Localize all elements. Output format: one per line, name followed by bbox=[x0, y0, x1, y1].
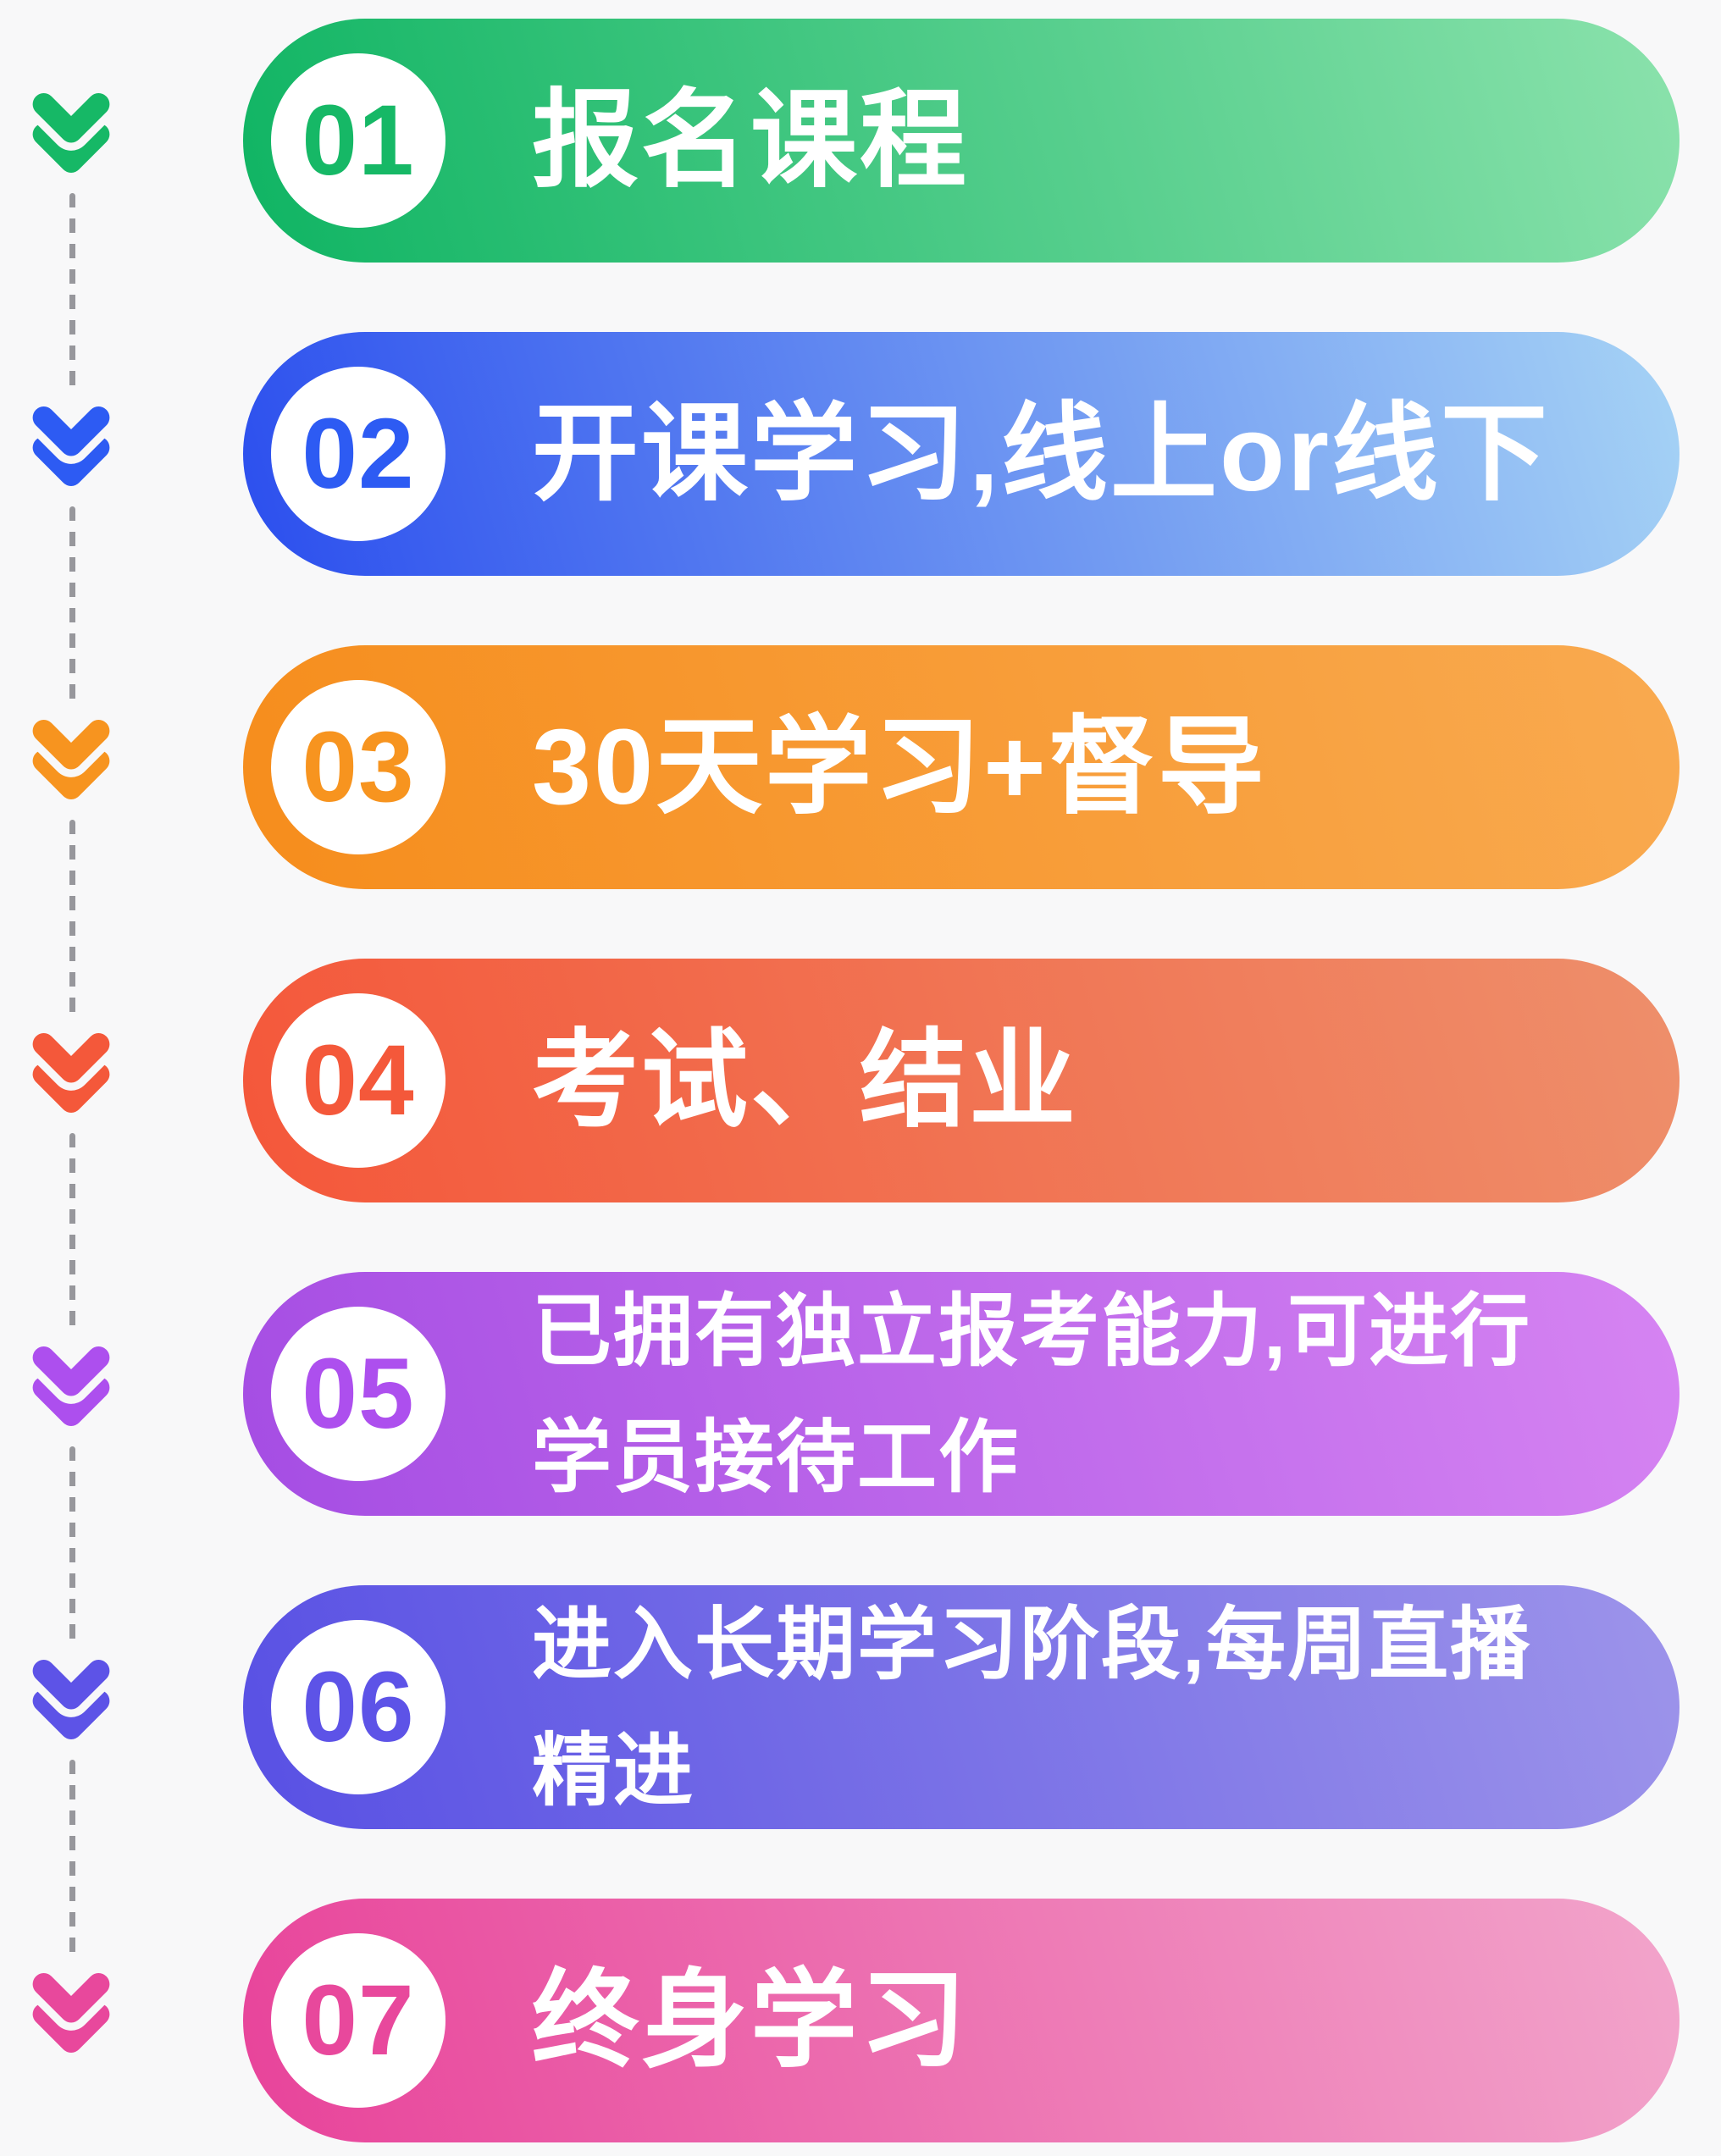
step-title: 报名课程 bbox=[532, 80, 969, 200]
double-chevron-down-icon bbox=[30, 1345, 112, 1426]
step-row-6: 06 进入长期学习阶段,每周直播 精进 bbox=[0, 1585, 1721, 1829]
double-chevron-down-icon bbox=[30, 91, 112, 173]
step-title-line: 考试、结业 bbox=[532, 1020, 1078, 1140]
step-number-badge: 05 bbox=[271, 1307, 445, 1481]
dashed-connector bbox=[69, 506, 75, 703]
step-title: 终身学习 bbox=[532, 1960, 969, 2080]
step-row-2: 02 开课学习,线上or线下 bbox=[0, 332, 1721, 576]
step-pill: 04 考试、结业 bbox=[243, 959, 1679, 1202]
step-title: 考试、结业 bbox=[532, 1020, 1078, 1140]
step-number: 02 bbox=[302, 398, 415, 510]
step-pill: 06 进入长期学习阶段,每周直播 精进 bbox=[243, 1585, 1679, 1829]
step-number-badge: 03 bbox=[271, 680, 445, 854]
double-chevron-down-icon bbox=[30, 718, 112, 799]
step-title-line: 精进 bbox=[532, 1726, 695, 1815]
step-number: 03 bbox=[302, 711, 415, 823]
double-chevron-down-icon bbox=[30, 1971, 112, 2053]
dashed-connector bbox=[69, 1133, 75, 1330]
step-number-badge: 06 bbox=[271, 1620, 445, 1794]
double-chevron-down-icon bbox=[30, 1658, 112, 1739]
dashed-connector bbox=[69, 1446, 75, 1643]
step-number-badge: 02 bbox=[271, 367, 445, 541]
step-title-line: 终身学习 bbox=[532, 1960, 969, 2080]
step-title: 开课学习,线上or线下 bbox=[532, 393, 1551, 513]
step-row-4: 04 考试、结业 bbox=[0, 959, 1721, 1202]
step-number: 06 bbox=[302, 1651, 415, 1763]
step-pill: 01 报名课程 bbox=[243, 19, 1679, 263]
step-title-line: 学员接待工作 bbox=[532, 1412, 1021, 1501]
step-title-line: 报名课程 bbox=[532, 80, 969, 200]
step-number: 04 bbox=[302, 1025, 415, 1136]
step-title: 进入长期学习阶段,每周直播 精进 bbox=[532, 1581, 1531, 1833]
step-row-7: 07 终身学习 bbox=[0, 1899, 1721, 2142]
step-pill: 02 开课学习,线上or线下 bbox=[243, 332, 1679, 576]
double-chevron-down-icon bbox=[30, 1031, 112, 1113]
dashed-connector bbox=[69, 1760, 75, 1956]
step-pill: 05 已拥有独立报考能力,可进行 学员接待工作 bbox=[243, 1272, 1679, 1516]
step-number-badge: 04 bbox=[271, 993, 445, 1168]
step-pill: 03 30天学习+督导 bbox=[243, 645, 1679, 889]
step-number: 07 bbox=[302, 1965, 415, 2076]
step-number-badge: 01 bbox=[271, 53, 445, 228]
step-title-line: 进入长期学习阶段,每周直播 bbox=[532, 1600, 1532, 1689]
double-chevron-down-icon bbox=[30, 405, 112, 486]
step-row-5: 05 已拥有独立报考能力,可进行 学员接待工作 bbox=[0, 1272, 1721, 1516]
step-pill: 07 终身学习 bbox=[243, 1899, 1679, 2142]
step-number: 01 bbox=[302, 85, 415, 196]
step-row-1: 01 报名课程 bbox=[0, 19, 1721, 263]
step-title-line: 开课学习,线上or线下 bbox=[532, 393, 1551, 513]
step-row-3: 03 30天学习+督导 bbox=[0, 645, 1721, 889]
step-number: 05 bbox=[302, 1338, 415, 1450]
step-title: 已拥有独立报考能力,可进行 学员接待工作 bbox=[532, 1268, 1531, 1520]
step-number-badge: 07 bbox=[271, 1933, 445, 2108]
step-title-line: 已拥有独立报考能力,可进行 bbox=[532, 1286, 1532, 1375]
step-title-line: 30天学习+督导 bbox=[532, 706, 1267, 826]
dashed-connector bbox=[69, 820, 75, 1016]
step-title: 30天学习+督导 bbox=[532, 706, 1267, 826]
dashed-connector bbox=[69, 193, 75, 390]
